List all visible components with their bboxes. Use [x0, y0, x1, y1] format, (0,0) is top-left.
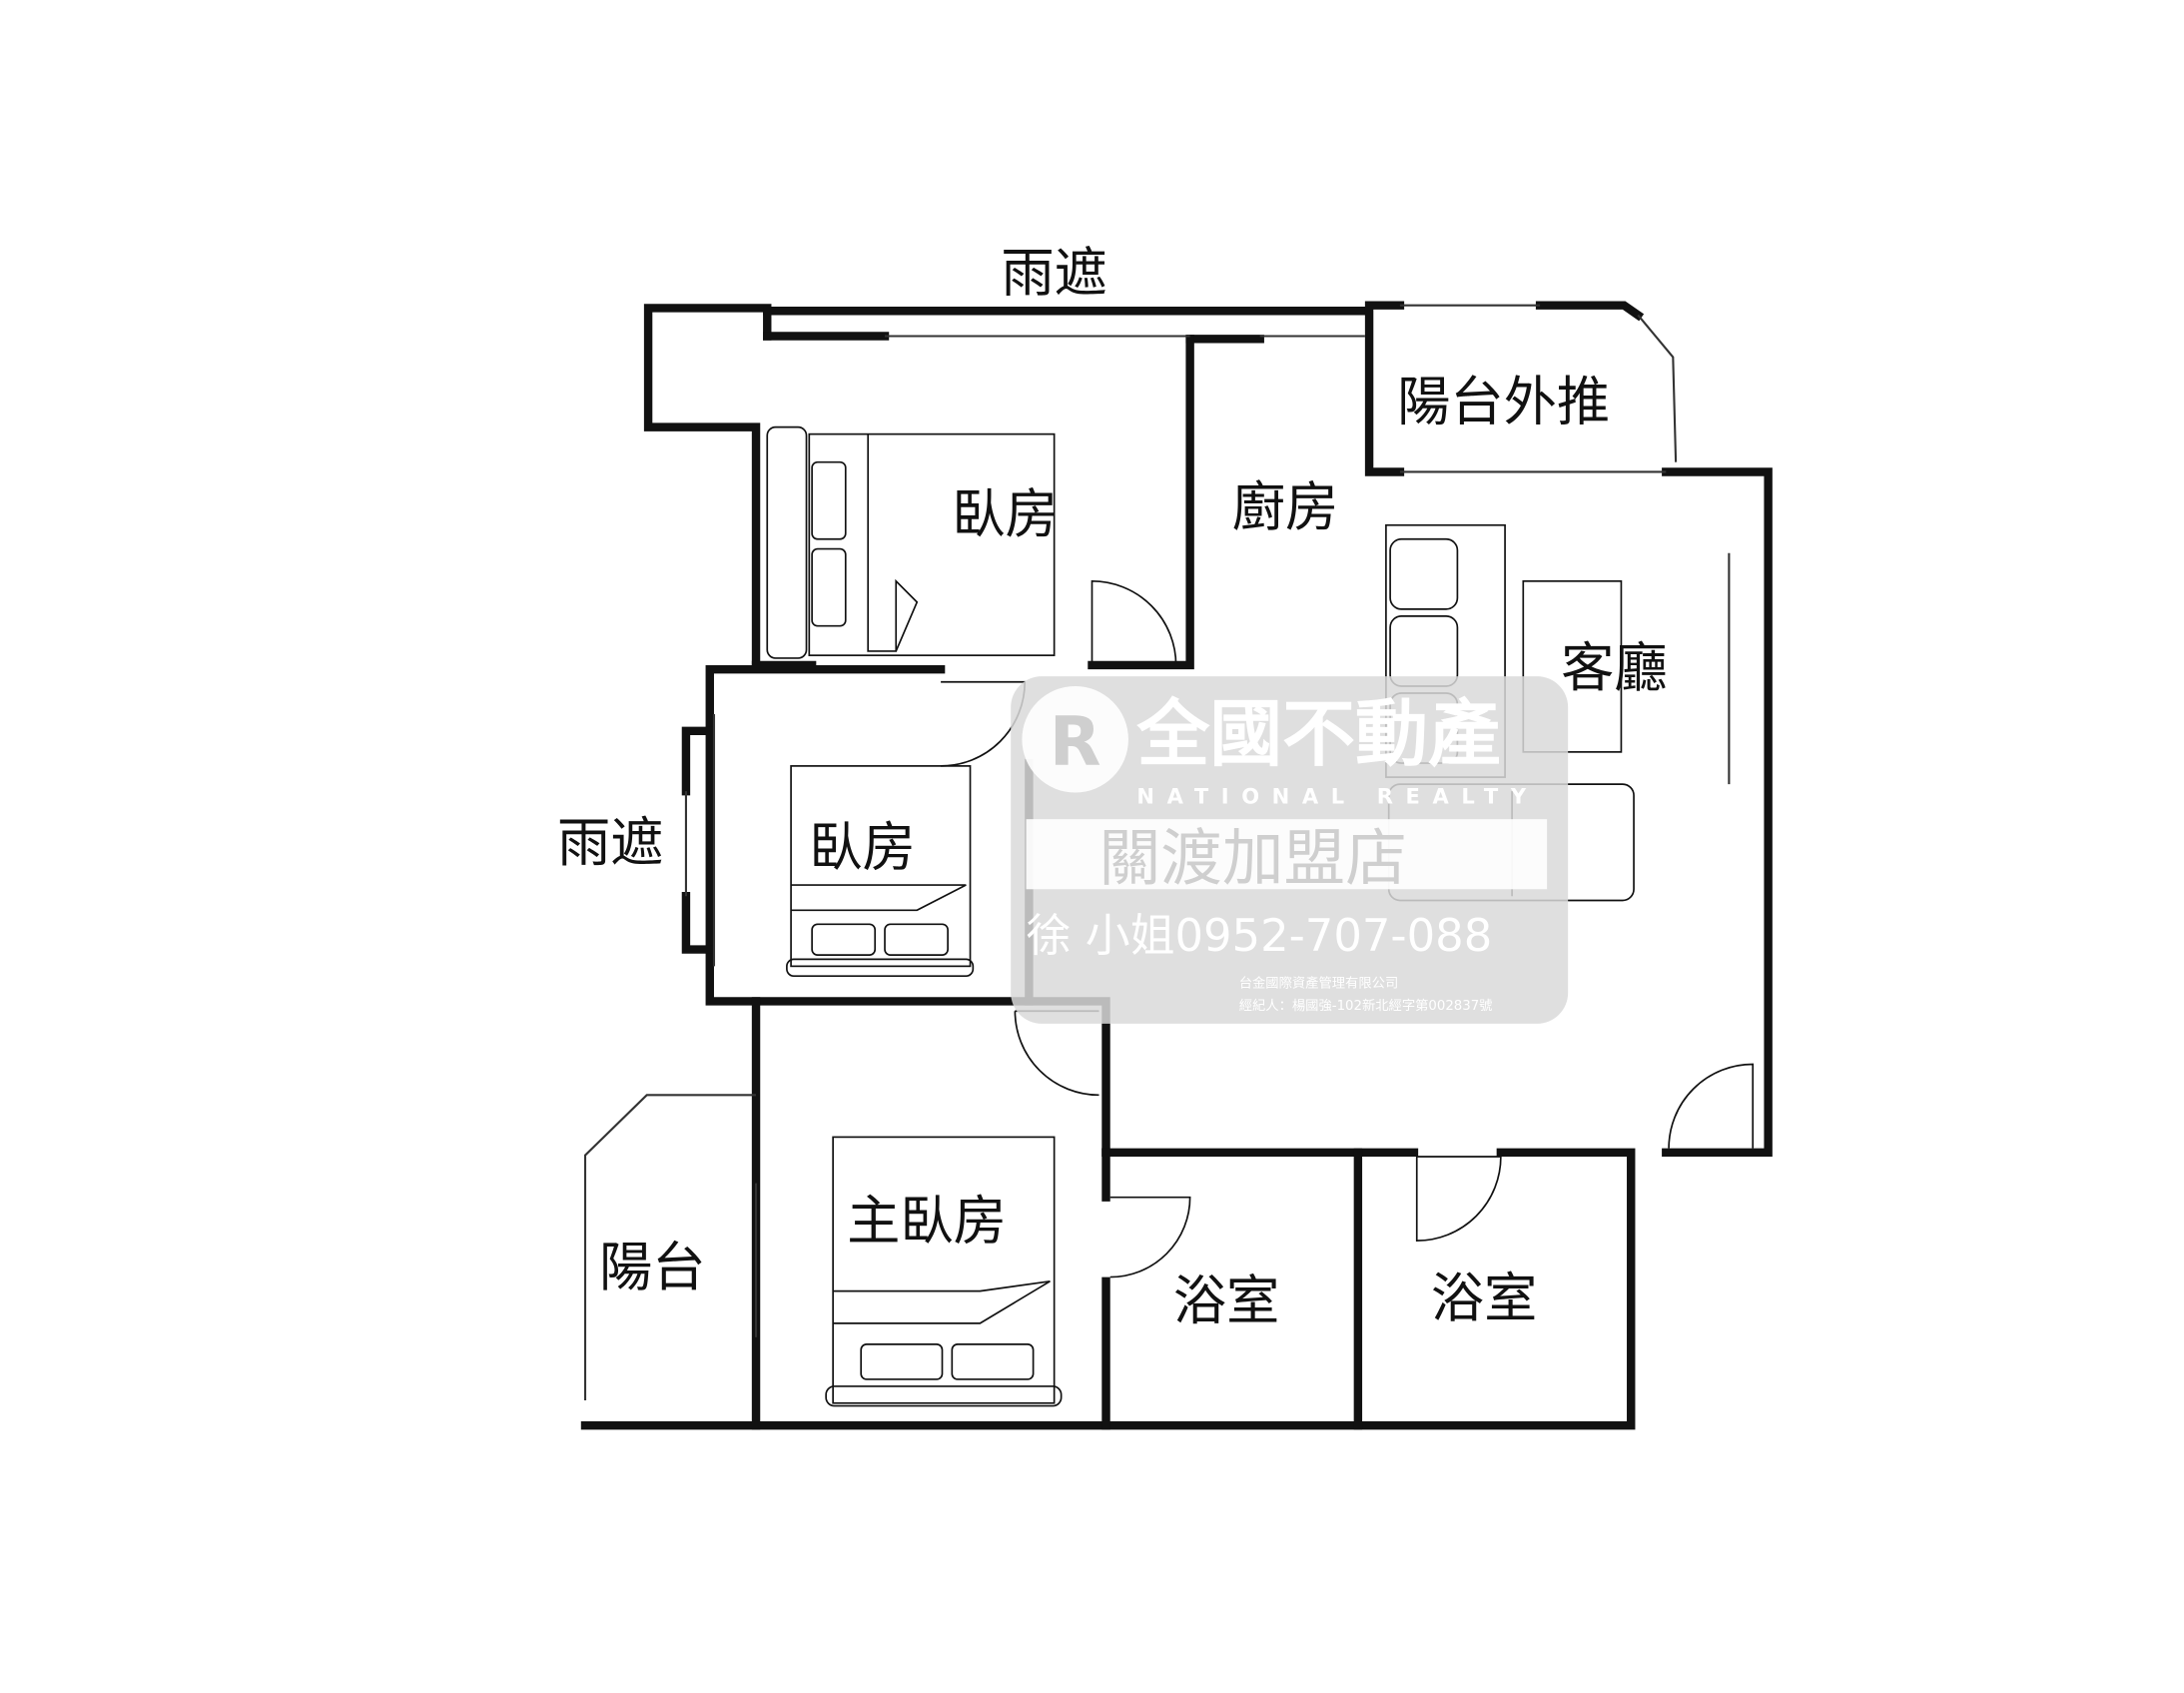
label-bedroom-2: 臥房 — [809, 816, 916, 878]
watermark-agent: 經紀人：楊國強-102新北經字第002837號 — [1239, 997, 1493, 1014]
watermark-contact: 徐 小姐0952-707-088 — [1027, 909, 1493, 962]
label-living-room: 客廳 — [1561, 637, 1668, 699]
watermark-company: 台金國際資產管理有限公司 — [1239, 974, 1399, 991]
watermark-brand-cn: 全國不動產 — [1135, 692, 1500, 777]
label-canopy-top: 雨遮 — [1001, 243, 1107, 305]
watermark-branch: 關渡加盟店 — [1099, 822, 1407, 894]
label-master-bedroom: 主臥房 — [847, 1191, 1007, 1253]
walls — [580, 301, 1773, 1430]
watermark-brand-en: NATIONAL REALTY — [1136, 784, 1538, 809]
label-balcony-bay: 陽台外推 — [1397, 372, 1610, 433]
svg-text:R: R — [1050, 702, 1101, 780]
label-bedroom-1: 臥房 — [952, 483, 1059, 545]
windows — [583, 304, 1731, 1400]
watermark: R 全國不動產 NATIONAL REALTY 關渡加盟店 徐 小姐0952-7… — [1011, 676, 1569, 1024]
label-bathroom-1: 浴室 — [1173, 1270, 1280, 1332]
room-labels: 雨遮 陽台外推 廚房 臥房 客廳 雨遮 臥房 主臥房 陽台 浴室 浴室 — [557, 243, 1668, 1332]
label-canopy-left: 雨遮 — [557, 812, 664, 874]
label-kitchen: 廚房 — [1232, 476, 1339, 538]
label-bathroom-2: 浴室 — [1431, 1268, 1538, 1329]
label-balcony: 陽台 — [599, 1237, 706, 1298]
